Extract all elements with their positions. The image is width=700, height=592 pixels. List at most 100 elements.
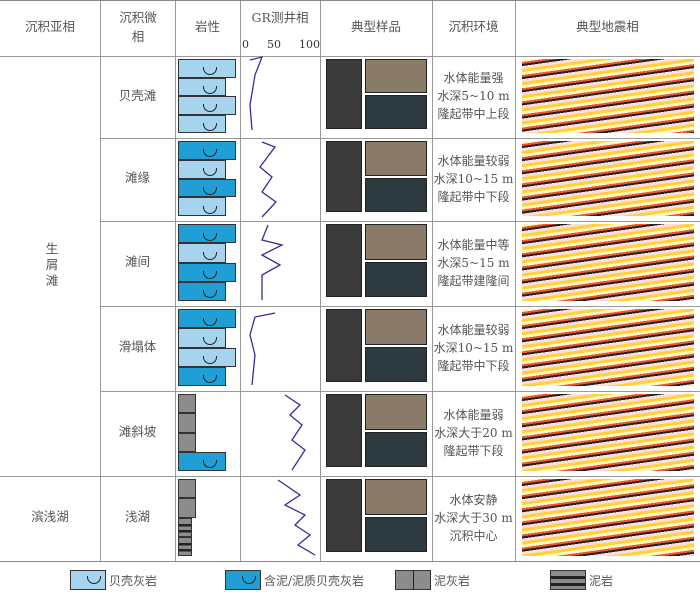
divider <box>100 221 700 222</box>
sample-photo <box>365 479 427 515</box>
legend-muddy-shell-limestone: 含泥/泥质贝壳灰岩 <box>225 570 364 590</box>
header-samples: 典型样品 <box>350 19 401 35</box>
lithology-block <box>178 114 226 133</box>
gr-curve <box>277 479 316 556</box>
seismic-section <box>522 479 694 556</box>
legend-mudstone: 泥岩 <box>550 570 613 590</box>
lithology-block <box>178 536 192 556</box>
seismic-section <box>522 224 694 301</box>
divider <box>175 1 176 561</box>
energy: 水体能量强 <box>443 71 504 85</box>
lithology-block <box>178 432 196 452</box>
core-photo <box>326 59 362 129</box>
lithology-block <box>178 59 236 78</box>
divider <box>515 1 516 561</box>
subfacies-shore-shallow-lake: 滨浅湖 <box>31 509 69 525</box>
depth: 水深大于20 m <box>434 425 513 440</box>
gr-curve <box>249 56 264 131</box>
lithology-block <box>178 96 236 115</box>
depth: 水深大于30 m <box>434 510 513 525</box>
core-photo <box>326 479 362 552</box>
position: 沉积中心 <box>449 528 498 543</box>
lithology-block <box>178 224 236 244</box>
depth: 水深5~10 m <box>437 89 510 103</box>
gr-tick: 0 <box>242 38 249 51</box>
seismic-section <box>522 59 694 133</box>
lithology-block <box>178 366 226 386</box>
header-microfacies: 沉积微相 <box>119 9 157 44</box>
legend-label: 含泥/泥质贝壳灰岩 <box>264 573 365 588</box>
sample-photo <box>365 309 427 345</box>
sample-photo <box>365 141 427 176</box>
thin-section-photo <box>365 95 427 129</box>
microfacies-label: 贝壳滩 <box>118 87 157 103</box>
header-subfacies: 沉积亚相 <box>24 19 75 35</box>
lithology-block <box>178 262 236 282</box>
lithology-block <box>178 413 196 433</box>
lithology-block <box>178 451 226 471</box>
energy: 水体能量较弱 <box>437 322 510 337</box>
divider <box>432 1 433 561</box>
header-gr: GR测井相 <box>251 9 309 25</box>
position: 隆起带中下段 <box>437 358 510 373</box>
environment-cell: 水体能量强水深5~10 m 隆起带中上段 <box>432 55 515 137</box>
seismic-section <box>522 394 694 471</box>
position: 隆起带下段 <box>443 443 504 458</box>
position: 隆起带中下段 <box>437 189 510 204</box>
depth: 水深10~15 m <box>433 340 514 355</box>
environment-cell: 水体能量弱水深大于20 m 隆起带下段 <box>432 390 515 475</box>
depth: 水深10~15 m <box>433 171 514 186</box>
subfacies-bioclastic-shoal: 生屑滩 <box>45 240 59 289</box>
lithology-block <box>178 394 196 414</box>
depth: 水深5~15 m <box>437 255 510 270</box>
lithology-block <box>178 141 236 160</box>
divider <box>0 56 700 57</box>
gr-curve <box>249 312 276 386</box>
gr-curve <box>259 141 277 218</box>
lithology-block <box>178 77 226 96</box>
divider <box>100 306 700 307</box>
legend-label: 泥岩 <box>589 573 614 588</box>
lithology-block <box>178 347 236 367</box>
header-lithology: 岩性 <box>194 19 220 35</box>
energy: 水体安静 <box>449 492 498 507</box>
core-photo <box>326 141 362 212</box>
thin-section-photo <box>365 346 427 382</box>
legend-label: 贝壳灰岩 <box>109 573 158 588</box>
microfacies-label: 浅湖 <box>124 509 150 525</box>
core-photo <box>326 224 362 297</box>
gr-scale: 0 50 100 <box>242 38 320 51</box>
divider <box>240 1 241 561</box>
sample-photo <box>365 394 427 430</box>
facies-table <box>0 0 700 562</box>
gr-tick: 100 <box>299 38 320 51</box>
environment-cell: 水体安静水深大于30 m 沉积中心 <box>432 475 515 560</box>
divider <box>0 476 700 477</box>
thin-section-photo <box>365 516 427 552</box>
lithology-block <box>178 328 226 348</box>
gr-curve <box>260 224 284 300</box>
position: 隆起带中上段 <box>437 107 510 121</box>
legend-marl: 泥灰岩 <box>395 570 470 590</box>
header-seismic: 典型地震相 <box>576 19 639 35</box>
lithology-block <box>178 479 196 499</box>
lithology-block <box>178 159 226 179</box>
gr-tick: 50 <box>267 38 281 51</box>
lithology-block <box>178 309 236 329</box>
environment-cell: 水体能量较弱水深10~15 m 隆起带中下段 <box>432 305 515 390</box>
thin-section-photo <box>365 261 427 297</box>
thin-section-photo <box>365 431 427 467</box>
microfacies-label: 滩间 <box>124 254 150 270</box>
lithology-block <box>178 498 196 518</box>
divider <box>320 1 321 561</box>
energy: 水体能量弱 <box>443 407 504 422</box>
position: 隆起带建隆间 <box>437 273 510 288</box>
seismic-section <box>522 141 694 216</box>
divider <box>100 1 101 561</box>
thin-section-photo <box>365 177 427 212</box>
lithology-block <box>178 517 192 537</box>
divider <box>100 391 700 392</box>
lithology-block <box>178 281 226 301</box>
microfacies-label: 滩缘 <box>124 170 150 186</box>
